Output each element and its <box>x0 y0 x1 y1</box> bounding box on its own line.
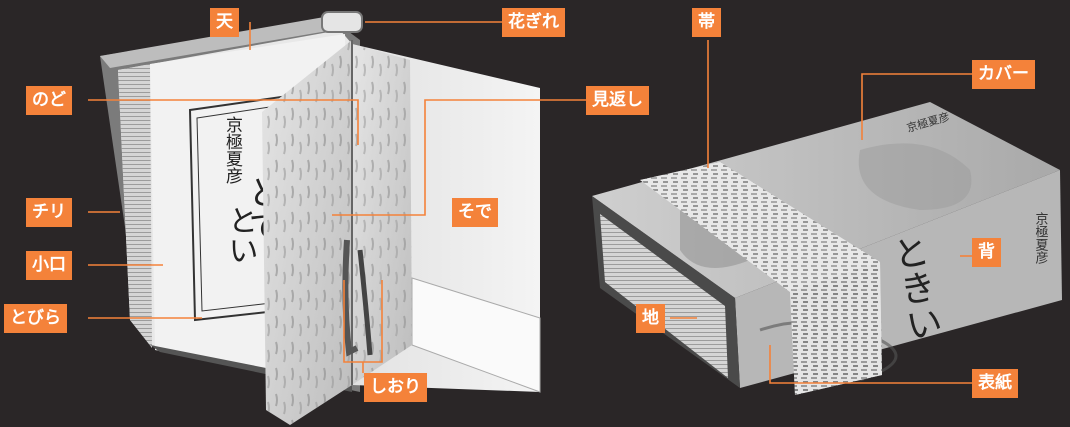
obi-text-side <box>790 262 882 395</box>
label-hanagire: 花ぎれ <box>502 8 565 37</box>
cover-flap-pocket <box>411 277 541 393</box>
leader-nodo <box>88 99 359 145</box>
leader-lines <box>88 21 972 384</box>
label-mikaeshi: 見返し <box>586 86 649 115</box>
cover-illustration-2 <box>858 143 972 210</box>
endpaper-left-pattern <box>262 40 352 425</box>
bookmark-ribbon <box>342 239 359 357</box>
label-chiri: チリ <box>26 198 72 227</box>
closed-book-page-edge <box>600 214 728 378</box>
leader-cover <box>861 73 972 140</box>
label-tobira: とびら <box>4 304 67 333</box>
closed-book: 京極夏彦 京極夏彦 ときい <box>592 102 1062 395</box>
label-hyoshi: 表紙 <box>972 369 1018 398</box>
label-se: 背 <box>972 238 1001 267</box>
label-cover: カバー <box>972 60 1035 89</box>
spine-author: 京極夏彦 <box>1033 212 1049 264</box>
label-koguchi: 小口 <box>26 251 72 280</box>
leader-hyoshi <box>769 345 972 384</box>
fore-edge <box>118 64 152 348</box>
bookmark-ribbon-2 <box>357 249 373 356</box>
leader-mikaeshi <box>332 99 586 216</box>
title-page-title-2: とい <box>223 205 258 265</box>
open-book-top-edge <box>100 16 345 68</box>
label-sode: そで <box>452 198 498 227</box>
label-nodo: のど <box>26 86 72 115</box>
obi-text-top <box>640 162 880 292</box>
headband <box>321 11 363 33</box>
label-shiori: しおり <box>364 373 427 402</box>
label-obi: 帯 <box>692 8 721 37</box>
title-page-author: 京極夏彦 <box>222 116 243 184</box>
label-chi: 地 <box>636 304 665 333</box>
label-ten: 天 <box>210 8 239 37</box>
